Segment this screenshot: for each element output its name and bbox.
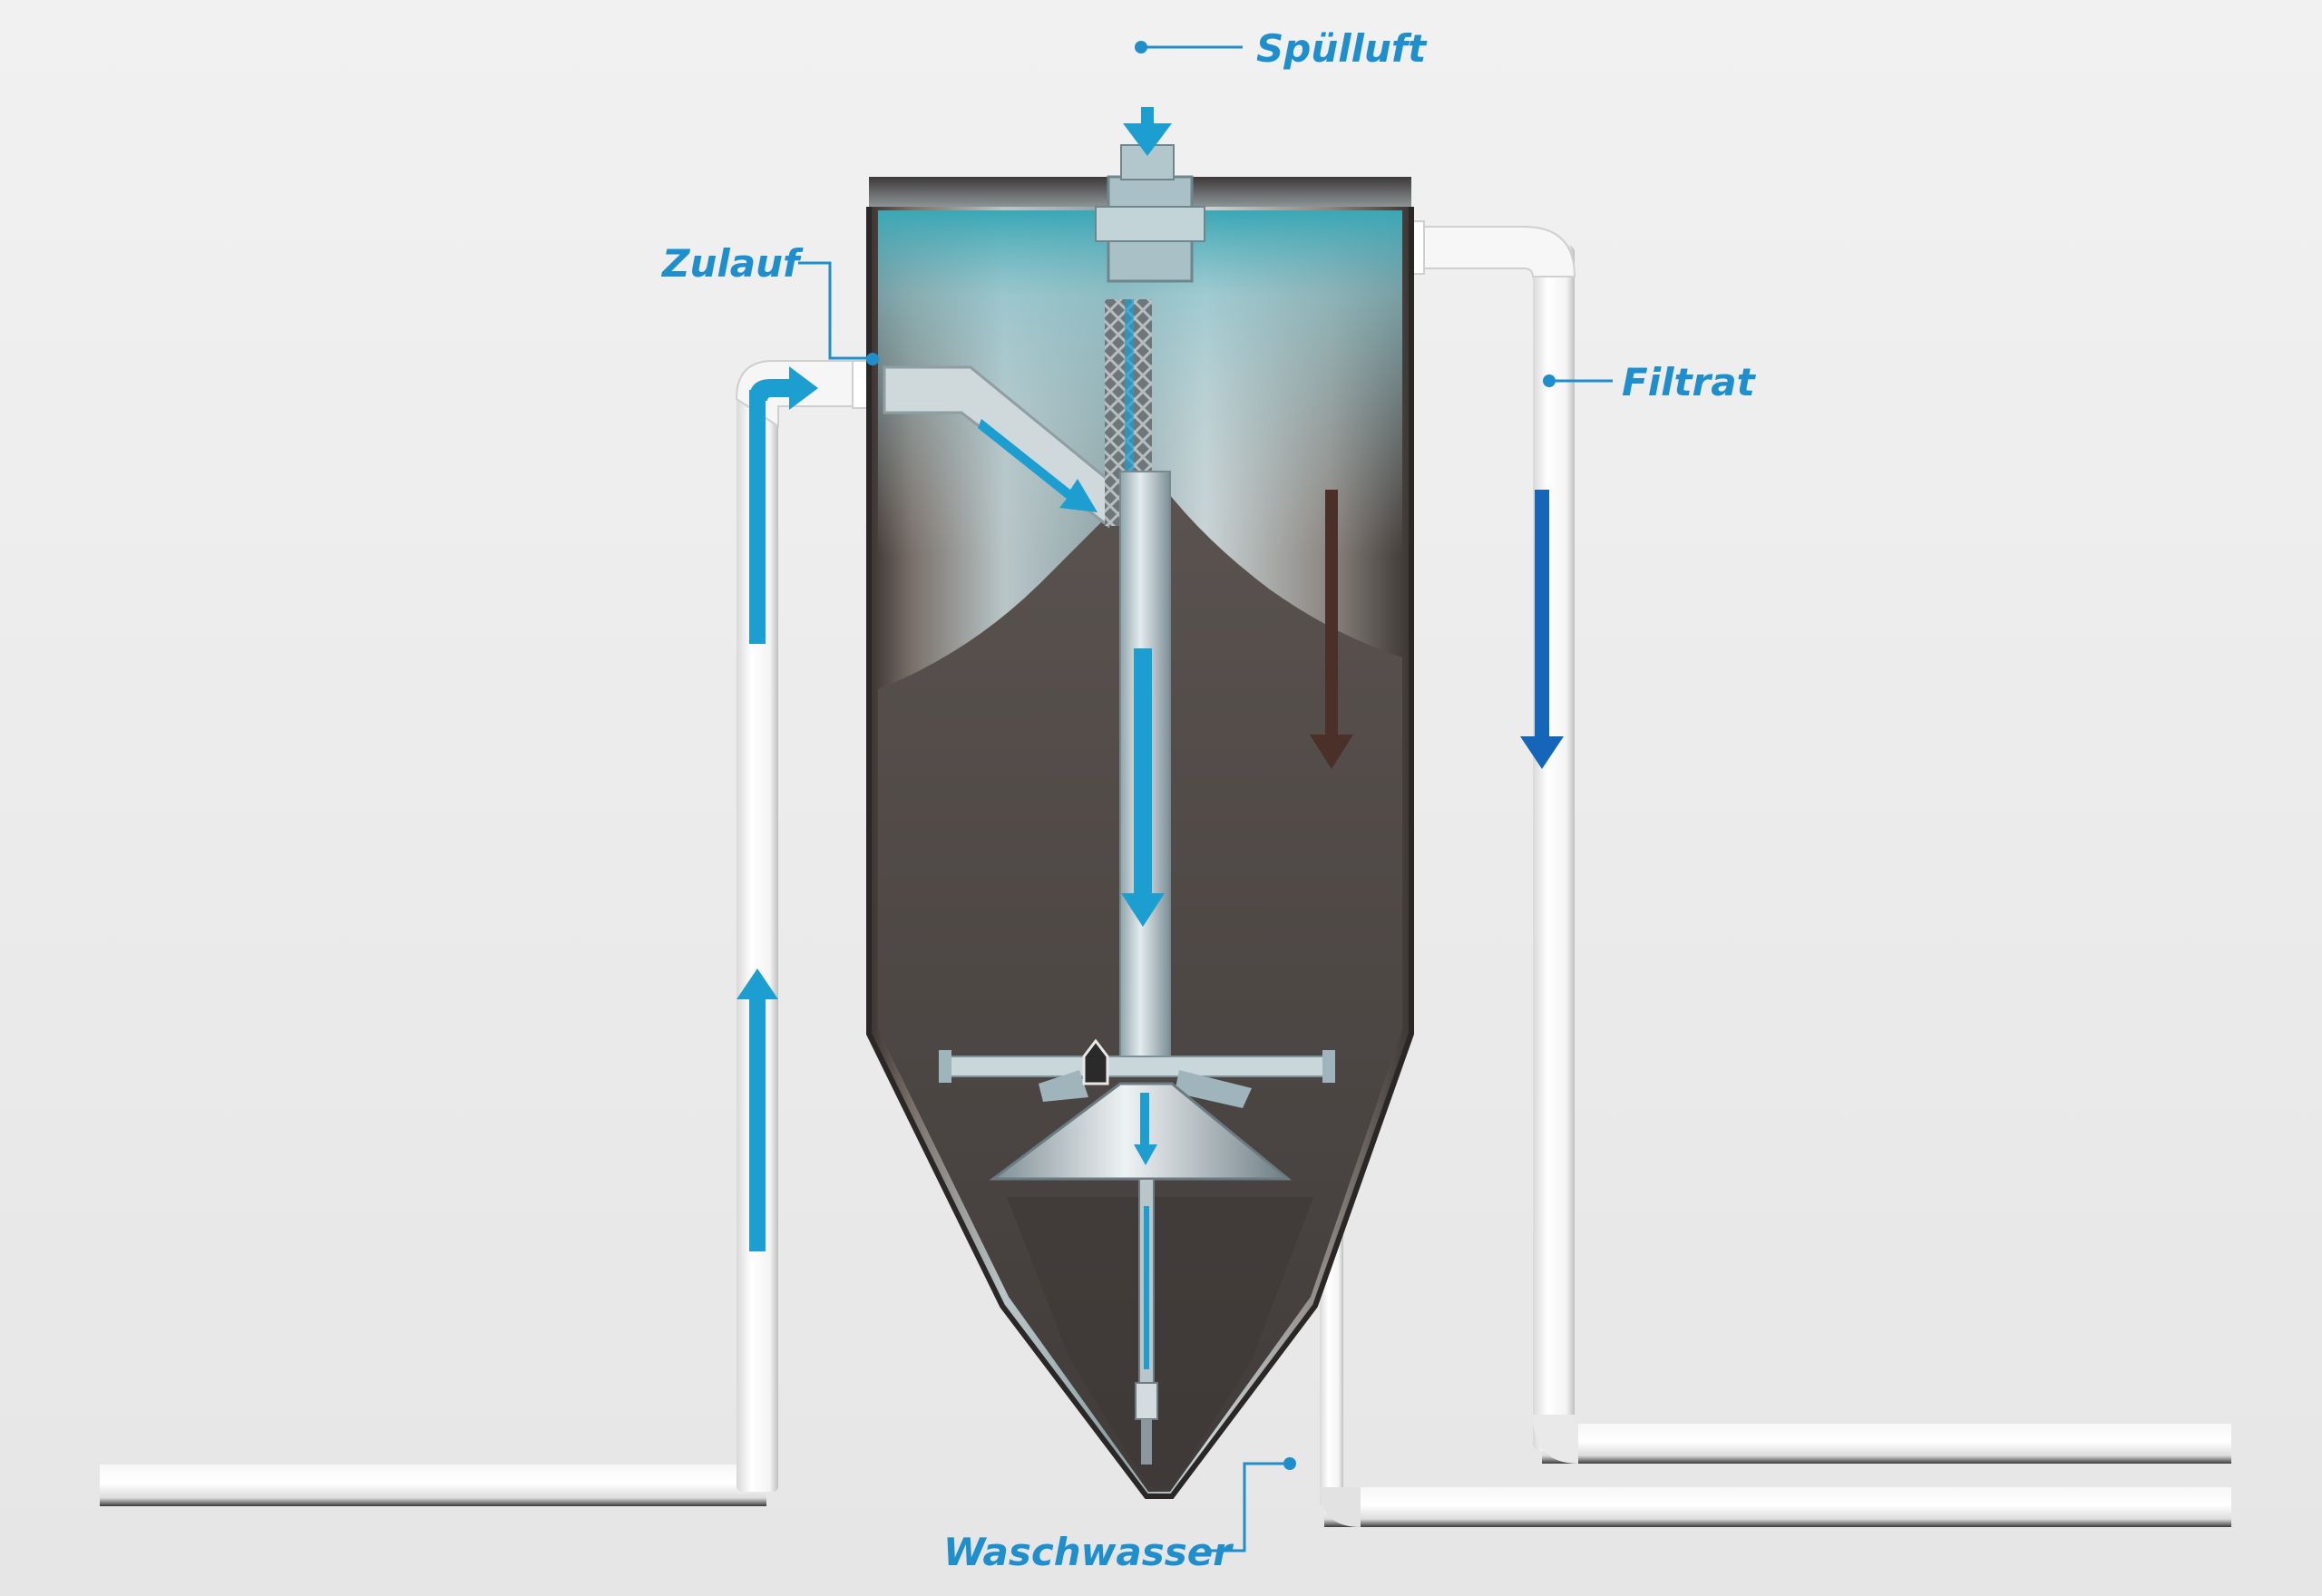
inlet-flow-arrows — [737, 366, 818, 1251]
label-spuelluft: Spülluft — [1256, 26, 1428, 71]
label-zulauf: Zulauf — [660, 241, 804, 286]
label-spuelluft-group: Spülluft — [1135, 26, 1428, 71]
label-filtrat: Filtrat — [1622, 360, 1757, 404]
label-waschwasser-group: Waschwasser — [943, 1457, 1296, 1574]
label-zulauf-group: Zulauf — [660, 241, 879, 365]
wash-cone — [989, 1082, 1293, 1181]
air-inlet-head — [1095, 107, 1205, 283]
airlift-pipe — [1105, 299, 1171, 1071]
distributor-arms — [939, 1038, 1335, 1108]
label-waschwasser: Waschwasser — [943, 1530, 1234, 1574]
lower-rod — [1135, 1178, 1158, 1465]
filtrate-pipe — [1407, 220, 2231, 1464]
washwater-flow-arrow — [1310, 490, 1353, 769]
filtrate-flow-arrow — [1520, 490, 1564, 769]
inlet-pipe — [100, 360, 872, 1506]
label-filtrat-group: Filtrat — [1543, 360, 1757, 404]
